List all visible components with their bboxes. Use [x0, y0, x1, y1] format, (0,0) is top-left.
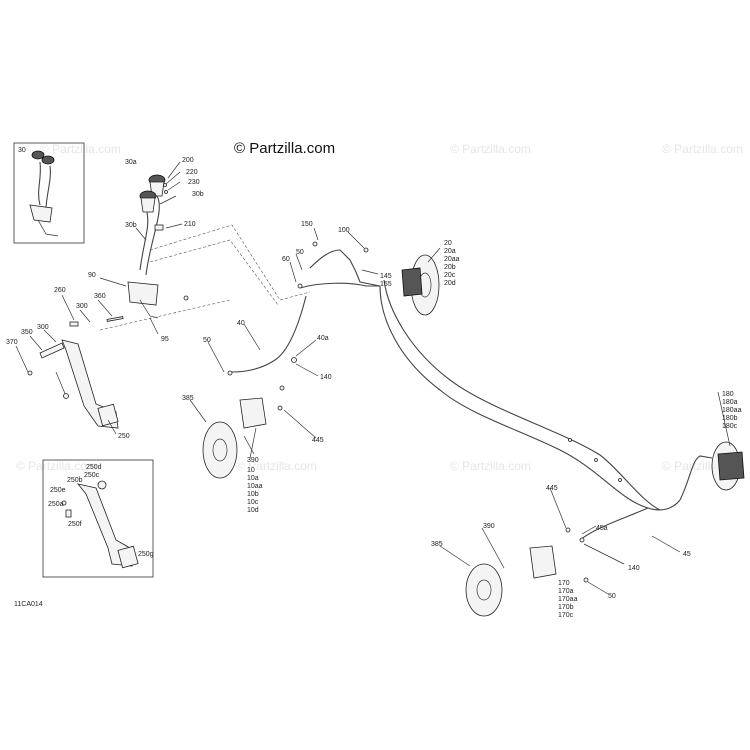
- part-labels: 30a 200 220 230 30b 30b 210 90 95 260 30…: [6, 157, 742, 619]
- part-label: 40: [237, 320, 245, 327]
- part-label: 300: [76, 303, 88, 310]
- brake-lines: [227, 241, 713, 541]
- part-label: 385: [431, 541, 443, 548]
- watermark-layer: © Partzilla.com © Partzilla.com © Partzi…: [16, 142, 743, 473]
- drawing-code: 11CA014: [14, 601, 43, 608]
- part-label: 150: [301, 221, 313, 228]
- inset-pedal: [42, 459, 154, 578]
- part-label: 30b: [125, 222, 137, 229]
- watermark-text: © Partzilla.com: [236, 459, 317, 473]
- part-label: 30: [18, 147, 26, 154]
- part-label: 10d: [247, 507, 259, 514]
- part-label: 180aa: [722, 407, 742, 414]
- part-label: 50: [608, 593, 616, 600]
- part-label: 445: [312, 437, 324, 444]
- inset-master-cylinder: 30: [13, 142, 85, 244]
- part-label: 250d: [86, 464, 102, 471]
- part-label: 385: [182, 395, 194, 402]
- watermark-text: © Partzilla.com: [450, 142, 531, 156]
- part-label: 170aa: [558, 596, 578, 603]
- part-label: 260: [54, 287, 66, 294]
- part-label: 20: [444, 240, 452, 247]
- part-label: 40a: [317, 335, 329, 342]
- part-label: 20a: [444, 248, 456, 255]
- part-label: 300: [37, 324, 49, 331]
- part-label: 180c: [722, 423, 738, 430]
- rear-right-brake: [711, 441, 745, 491]
- part-label: 20d: [444, 280, 456, 287]
- part-label: 220: [186, 169, 198, 176]
- part-label: 145: [380, 273, 392, 280]
- part-label: 200: [182, 157, 194, 164]
- part-label: 170a: [558, 588, 574, 595]
- part-label: 90: [88, 272, 96, 279]
- watermark-text: © Partzilla.com: [40, 142, 121, 156]
- watermark-text: © Partzilla.com: [662, 142, 743, 156]
- part-label: 230: [188, 179, 200, 186]
- part-label: 250c: [84, 472, 100, 479]
- part-label: 30a: [125, 159, 137, 166]
- part-label: 10b: [247, 491, 259, 498]
- part-label: 250e: [50, 487, 66, 494]
- part-label: 390: [247, 457, 259, 464]
- part-label: 20c: [444, 272, 456, 279]
- part-label: 50: [203, 337, 211, 344]
- partzilla-watermark: © Partzilla.com: [234, 140, 335, 157]
- part-label: 100: [338, 227, 350, 234]
- part-label: 45a: [596, 525, 608, 532]
- part-label: 170b: [558, 604, 574, 611]
- part-label: 60: [282, 256, 290, 263]
- part-label: 10: [247, 467, 255, 474]
- part-label: 20aa: [444, 256, 460, 263]
- rear-left-brake: [465, 527, 589, 617]
- part-label: 250g: [138, 551, 154, 558]
- front-right-brake: [401, 254, 440, 316]
- part-label: 250: [118, 433, 130, 440]
- watermark-text: © Partzilla.com: [450, 459, 531, 473]
- part-label: 250a: [48, 501, 64, 508]
- master-cylinder-assembly: [127, 174, 189, 319]
- watermark-text: © Partzilla.com: [16, 459, 97, 473]
- part-label: 170: [558, 580, 570, 587]
- part-label: 95: [161, 336, 169, 343]
- brake-pedal-assembly: [27, 316, 124, 429]
- part-label: 210: [184, 221, 196, 228]
- part-label: 250b: [67, 477, 83, 484]
- part-label: 10c: [247, 499, 259, 506]
- inset-pedal-labels: 250d 250c 250b 250e 250a 250f 250g: [48, 464, 154, 558]
- part-label: 445: [546, 485, 558, 492]
- part-label: 30b: [192, 191, 204, 198]
- part-label: 350: [21, 329, 33, 336]
- part-label: 180a: [722, 399, 738, 406]
- leader-lines: [15, 161, 731, 595]
- part-label: 390: [483, 523, 495, 530]
- part-label: 370: [6, 339, 18, 346]
- part-label: 170c: [558, 612, 574, 619]
- part-label: 140: [320, 374, 332, 381]
- part-label: 10a: [247, 475, 259, 482]
- front-left-brake: [202, 385, 285, 479]
- part-label: 10aa: [247, 483, 263, 490]
- part-label: 20b: [444, 264, 456, 271]
- part-label: 50: [296, 249, 304, 256]
- part-label: 155: [380, 281, 392, 288]
- part-label: 45: [683, 551, 691, 558]
- part-label: 180: [722, 391, 734, 398]
- dashed-guide-lines: [99, 224, 311, 331]
- part-label: 140: [628, 565, 640, 572]
- part-label: 180b: [722, 415, 738, 422]
- part-label: 360: [94, 293, 106, 300]
- part-label: 250f: [68, 521, 82, 528]
